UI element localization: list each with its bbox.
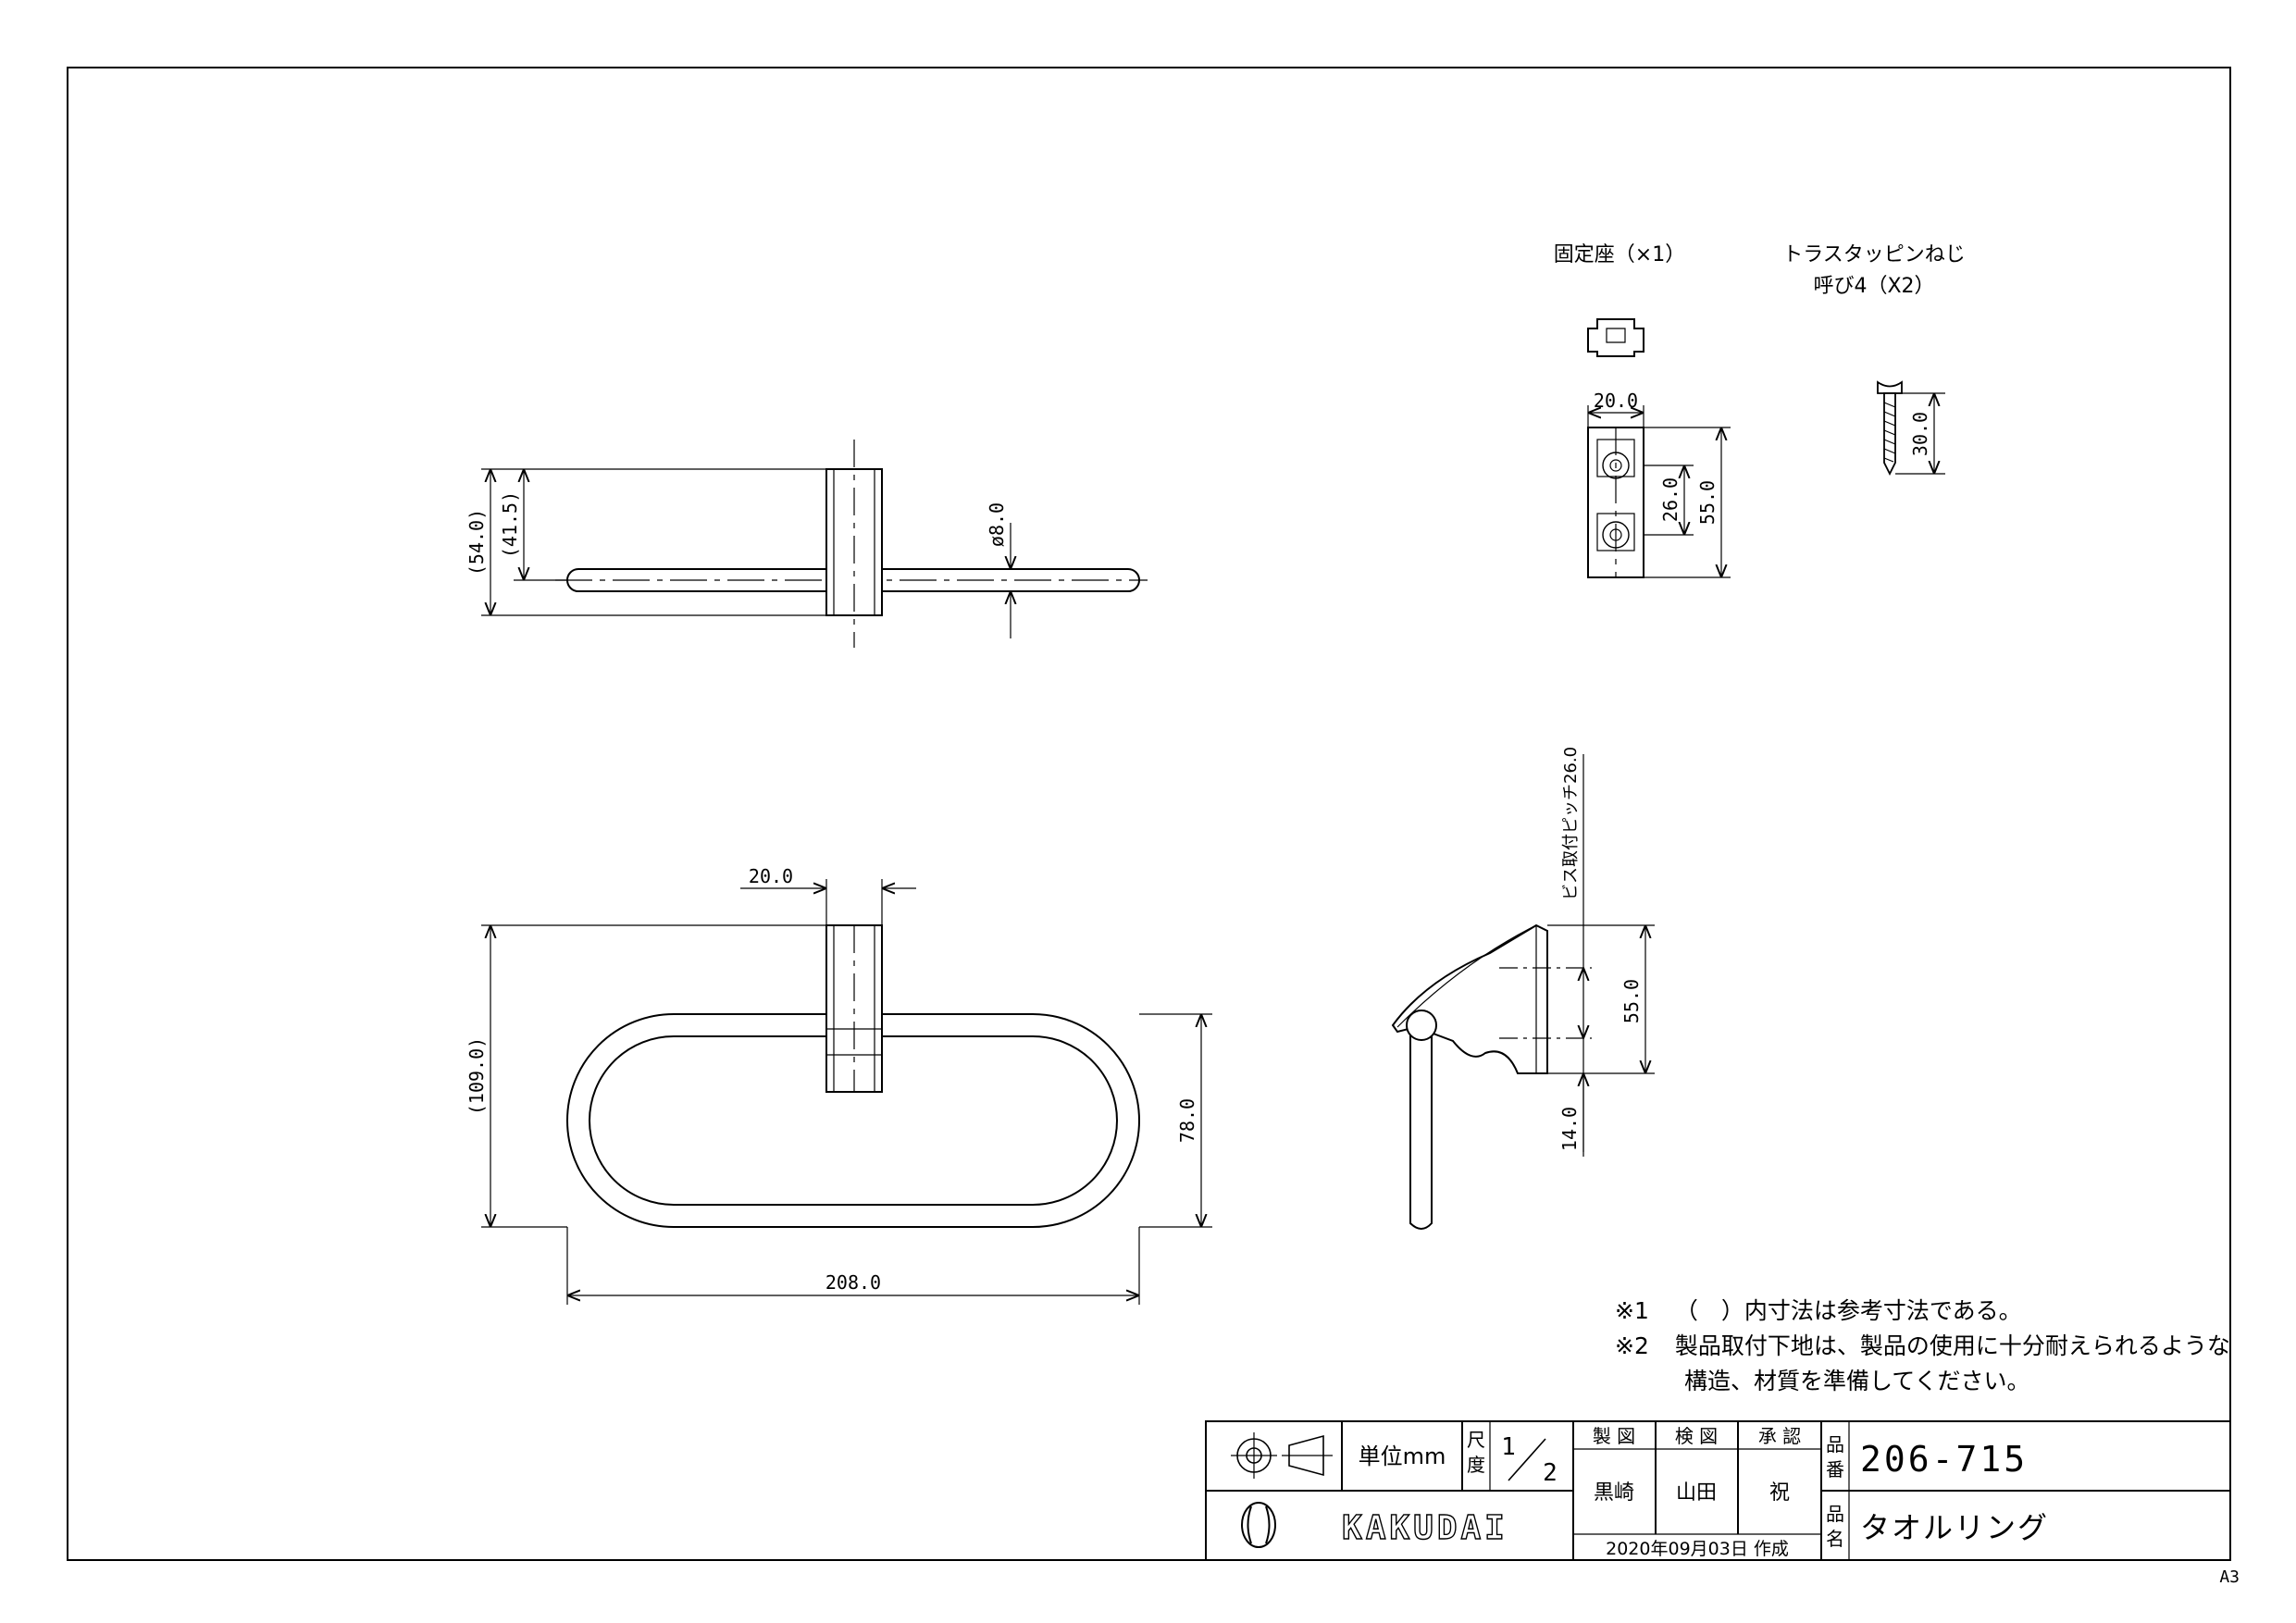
side-view-bar	[1409, 1017, 1433, 1230]
scale-label-1: 尺	[1467, 1429, 1485, 1451]
side-view-pitch-note: ビス取付ピッチ26.0	[1561, 747, 1581, 900]
sheet-size-label: A3	[2219, 1567, 2240, 1587]
creation-date: 2020年09月03日 作成	[1606, 1539, 1789, 1559]
part-name: タオルリング	[1860, 1510, 2049, 1545]
name-approver: 祝	[1769, 1481, 1790, 1505]
dim-screw-length: 30.0	[1909, 412, 1931, 456]
screw-label-line2: 呼び4（X2）	[1813, 275, 1934, 298]
dim-ring-width: 208.0	[825, 1271, 881, 1294]
name-drafter: 黒崎	[1594, 1481, 1634, 1505]
brand-wordmark: KAKUDAI	[1342, 1509, 1508, 1547]
scale-denominator: 2	[1543, 1459, 1558, 1487]
sheet-border	[67, 67, 2231, 1561]
part-no-label-1: 品	[1826, 1433, 1844, 1456]
title-block	[1205, 1420, 2231, 1561]
part-number: 206-715	[1860, 1439, 2028, 1480]
note-3-text: 構造、材質を準備してください。	[1684, 1368, 2030, 1394]
fixing-seat	[1587, 318, 1731, 578]
screw-label-line1: トラスタッピンねじ	[1782, 243, 1966, 266]
unit-label: 単位mm	[1359, 1443, 1446, 1469]
side-view-body	[1391, 923, 1548, 1074]
dim-seat-height: 55.0	[1696, 480, 1719, 525]
scale-label-2: 度	[1467, 1454, 1485, 1476]
note-2-text: 製品取付下地は、製品の使用に十分耐えられるような	[1674, 1332, 2230, 1359]
note-1-mark: ※1	[1615, 1297, 1649, 1324]
role-checker: 検 図	[1675, 1425, 1718, 1447]
fixing-seat-label: 固定座（×1）	[1554, 243, 1685, 266]
note-2: ※2 製品取付下地は、製品の使用に十分耐えられるような	[1615, 1328, 2230, 1361]
side-view	[1391, 754, 1655, 1230]
note-2-mark: ※2	[1615, 1332, 1649, 1359]
note-3: 構造、材質を準備してください。	[1684, 1363, 2030, 1396]
dim-ring-height: 78.0	[1176, 1098, 1198, 1143]
dim-overall-height: (109.0)	[465, 1037, 488, 1115]
dim-seat-width: 20.0	[1594, 390, 1638, 412]
role-approver: 承 認	[1758, 1425, 1801, 1447]
screw	[1877, 380, 1945, 477]
name-checker: 山田	[1676, 1481, 1717, 1505]
part-no-label-2: 番	[1826, 1458, 1844, 1481]
dim-seat-pitch: 26.0	[1659, 477, 1682, 522]
dim-bar-offset: (41.5)	[499, 491, 521, 558]
role-drafter: 製 図	[1593, 1425, 1635, 1447]
part-name-label-1: 品	[1826, 1503, 1844, 1525]
dim-post-width: 20.0	[749, 865, 793, 887]
dim-bar-diameter: ø8.0	[986, 502, 1008, 547]
note-1-text: （ ）内寸法は参考寸法である。	[1674, 1297, 2022, 1324]
dim-side-height: 55.0	[1620, 979, 1643, 1023]
dim-overall-depth: (54.0)	[465, 509, 488, 576]
part-name-label-2: 名	[1826, 1528, 1844, 1550]
scale-numerator: 1	[1501, 1433, 1516, 1461]
front-view	[481, 879, 1212, 1305]
dim-side-offset: 14.0	[1558, 1107, 1581, 1151]
top-view	[481, 440, 1148, 648]
note-1: ※1 （ ）内寸法は参考寸法である。	[1615, 1293, 2022, 1326]
